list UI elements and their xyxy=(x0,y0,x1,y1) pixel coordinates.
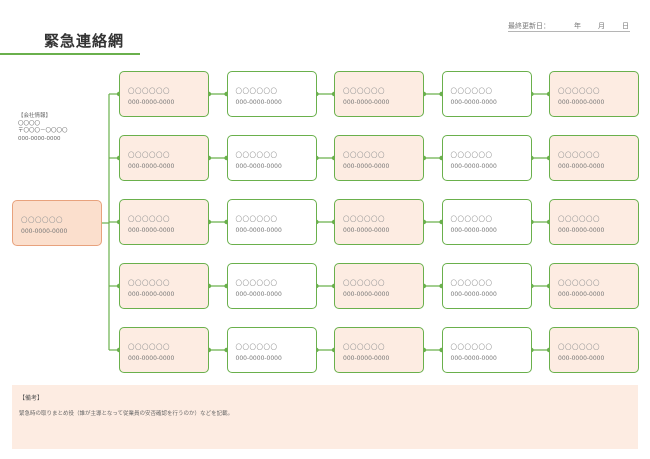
contact-name: 〇〇〇〇〇〇 xyxy=(450,279,493,287)
contact-card: 〇〇〇〇〇〇 000-0000-0000 xyxy=(441,71,532,117)
contact-phone: 000-0000-0000 xyxy=(450,227,497,234)
contact-phone: 000-0000-0000 xyxy=(235,291,282,298)
contact-card: 〇〇〇〇〇〇 000-0000-0000 xyxy=(549,71,639,117)
contact-name: 〇〇〇〇〇〇 xyxy=(450,87,493,95)
contact-phone: 000-0000-0000 xyxy=(558,355,605,362)
contact-name: 〇〇〇〇〇〇 xyxy=(21,216,63,224)
notes-section: 【備考】 緊急時の取りまとめ役（誰が主導となって従業員の安否確認を行うのか）など… xyxy=(12,385,638,449)
contact-phone: 000-0000-0000 xyxy=(235,99,282,106)
contact-phone: 000-0000-0000 xyxy=(21,228,68,235)
contact-name: 〇〇〇〇〇〇 xyxy=(235,151,278,159)
notes-heading: 【備考】 xyxy=(19,395,44,402)
contact-phone: 000-0000-0000 xyxy=(558,291,605,298)
contact-name: 〇〇〇〇〇〇 xyxy=(128,87,170,95)
contact-name: 〇〇〇〇〇〇 xyxy=(128,151,170,159)
contact-name: 〇〇〇〇〇〇 xyxy=(235,343,278,351)
contact-card: 〇〇〇〇〇〇 000-0000-0000 xyxy=(549,263,639,309)
date-underline xyxy=(508,31,630,32)
contact-card: 〇〇〇〇〇〇 000-0000-0000 xyxy=(334,135,424,181)
contact-phone: 000-0000-0000 xyxy=(343,99,390,106)
contact-card: 〇〇〇〇〇〇 000-0000-0000 xyxy=(441,263,532,309)
contact-phone: 000-0000-0000 xyxy=(343,355,390,362)
contact-name: 〇〇〇〇〇〇 xyxy=(235,87,278,95)
contact-name: 〇〇〇〇〇〇 xyxy=(343,279,385,287)
contact-name: 〇〇〇〇〇〇 xyxy=(128,215,170,223)
contact-name: 〇〇〇〇〇〇 xyxy=(558,87,600,95)
month-label: 月 xyxy=(598,22,605,30)
contact-card: 〇〇〇〇〇〇 000-0000-0000 xyxy=(226,71,317,117)
contact-name: 〇〇〇〇〇〇 xyxy=(558,215,600,223)
contact-phone: 000-0000-0000 xyxy=(128,355,175,362)
contact-phone: 000-0000-0000 xyxy=(450,99,497,106)
contact-phone: 000-0000-0000 xyxy=(128,227,175,234)
contact-phone: 000-0000-0000 xyxy=(450,163,497,170)
contact-card: 〇〇〇〇〇〇 000-0000-0000 xyxy=(119,263,209,309)
contact-name: 〇〇〇〇〇〇 xyxy=(558,343,600,351)
contact-card: 〇〇〇〇〇〇 000-0000-0000 xyxy=(226,135,317,181)
contact-card: 〇〇〇〇〇〇 000-0000-0000 xyxy=(226,327,317,373)
contact-phone: 000-0000-0000 xyxy=(343,227,390,234)
contact-phone: 000-0000-0000 xyxy=(450,355,497,362)
contact-name: 〇〇〇〇〇〇 xyxy=(343,151,385,159)
title-underline xyxy=(0,53,140,55)
contact-phone: 000-0000-0000 xyxy=(343,163,390,170)
contact-card: 〇〇〇〇〇〇 000-0000-0000 xyxy=(334,327,424,373)
contact-phone: 000-0000-0000 xyxy=(235,163,282,170)
day-label: 日 xyxy=(622,22,629,30)
contact-card: 〇〇〇〇〇〇 000-0000-0000 xyxy=(334,263,424,309)
contact-card: 〇〇〇〇〇〇 000-0000-0000 xyxy=(549,199,639,245)
contact-name: 〇〇〇〇〇〇 xyxy=(128,279,170,287)
company-address: 〒〇〇〇－〇〇〇〇 xyxy=(18,128,68,134)
contact-card: 〇〇〇〇〇〇 000-0000-0000 xyxy=(334,199,424,245)
contact-phone: 000-0000-0000 xyxy=(450,291,497,298)
contact-name: 〇〇〇〇〇〇 xyxy=(450,151,493,159)
contact-card: 〇〇〇〇〇〇 000-0000-0000 xyxy=(226,263,317,309)
contact-card: 〇〇〇〇〇〇 000-0000-0000 xyxy=(441,135,532,181)
contact-name: 〇〇〇〇〇〇 xyxy=(343,87,385,95)
contact-name: 〇〇〇〇〇〇 xyxy=(235,279,278,287)
contact-card: 〇〇〇〇〇〇 000-0000-0000 xyxy=(441,327,532,373)
contact-phone: 000-0000-0000 xyxy=(235,227,282,234)
year-label: 年 xyxy=(574,22,581,30)
contact-card: 〇〇〇〇〇〇 000-0000-0000 xyxy=(119,199,209,245)
contact-card: 〇〇〇〇〇〇 000-0000-0000 xyxy=(334,71,424,117)
contact-name: 〇〇〇〇〇〇 xyxy=(558,279,600,287)
contact-phone: 000-0000-0000 xyxy=(558,163,605,170)
contact-card: 〇〇〇〇〇〇 000-0000-0000 xyxy=(549,327,639,373)
contact-name: 〇〇〇〇〇〇 xyxy=(558,151,600,159)
contact-phone: 000-0000-0000 xyxy=(128,291,175,298)
contact-name: 〇〇〇〇〇〇 xyxy=(343,215,385,223)
contact-name: 〇〇〇〇〇〇 xyxy=(128,343,170,351)
page-title: 緊急連絡網 xyxy=(44,32,125,50)
contact-card: 〇〇〇〇〇〇 000-0000-0000 xyxy=(441,199,532,245)
company-info: 【会社情報】 〇〇〇〇 〒〇〇〇－〇〇〇〇 000-0000-0000 xyxy=(18,113,68,143)
contact-card: 〇〇〇〇〇〇 000-0000-0000 xyxy=(226,199,317,245)
company-heading: 【会社情報】 xyxy=(18,113,52,119)
contact-card: 〇〇〇〇〇〇 000-0000-0000 xyxy=(119,327,209,373)
contact-phone: 000-0000-0000 xyxy=(235,355,282,362)
contact-phone: 000-0000-0000 xyxy=(558,99,605,106)
contact-phone: 000-0000-0000 xyxy=(558,227,605,234)
source-contact-card: 〇〇〇〇〇〇 000-0000-0000 xyxy=(12,200,102,246)
contact-name: 〇〇〇〇〇〇 xyxy=(343,343,385,351)
contact-phone: 000-0000-0000 xyxy=(343,291,390,298)
contact-card: 〇〇〇〇〇〇 000-0000-0000 xyxy=(119,71,209,117)
contact-phone: 000-0000-0000 xyxy=(128,99,175,106)
contact-name: 〇〇〇〇〇〇 xyxy=(235,215,278,223)
contact-name: 〇〇〇〇〇〇 xyxy=(450,215,493,223)
notes-text: 緊急時の取りまとめ役（誰が主導となって従業員の安否確認を行うのか）などを記載。 xyxy=(19,411,234,417)
contact-card: 〇〇〇〇〇〇 000-0000-0000 xyxy=(119,135,209,181)
company-phone: 000-0000-0000 xyxy=(18,135,61,142)
contact-card: 〇〇〇〇〇〇 000-0000-0000 xyxy=(549,135,639,181)
contact-phone: 000-0000-0000 xyxy=(128,163,175,170)
contact-name: 〇〇〇〇〇〇 xyxy=(450,343,493,351)
last-updated-label: 最終更新日： xyxy=(508,22,550,30)
company-name: 〇〇〇〇 xyxy=(18,120,41,127)
